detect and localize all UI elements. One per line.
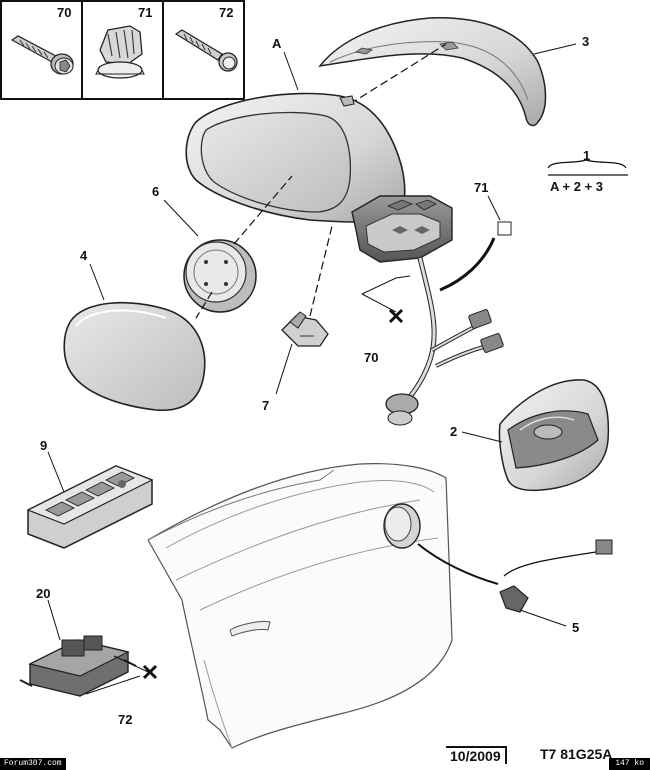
part-9-window-switch	[26, 465, 154, 549]
part-70-marker	[361, 275, 411, 324]
part-4-mirror-glass	[63, 301, 206, 412]
file-size: 147 ko	[609, 758, 650, 770]
callout-9: 9	[40, 438, 47, 453]
part-6-glass-actuator	[183, 239, 257, 313]
callout-71: 71	[474, 180, 488, 195]
callout-72: 72	[118, 712, 132, 727]
drawing-reference: T7 81G25A	[540, 746, 613, 762]
callout-6: 6	[152, 184, 159, 199]
part-3-mirror-cover	[318, 17, 547, 127]
watermark: Forum307.com	[0, 758, 66, 770]
callout-2: 2	[450, 424, 457, 439]
callout-a: A	[272, 36, 282, 51]
fastener-boxes: 70 71 72	[0, 0, 245, 100]
callout-4: 4	[80, 248, 88, 263]
part-5-light-unit	[383, 503, 613, 613]
date-reference: 10/2009	[446, 746, 507, 764]
part-7-clip	[281, 311, 329, 347]
screw-70-drawing	[10, 35, 74, 75]
part-a-mirror-assembly	[185, 92, 504, 426]
callout-5: 5	[572, 620, 579, 635]
part-20-switch-block	[19, 635, 137, 697]
callout-70: 70	[364, 350, 378, 365]
box-label-72: 72	[219, 5, 233, 20]
part-71-clip	[439, 195, 512, 292]
leader-lines	[47, 43, 628, 641]
callout-3: 3	[582, 34, 589, 49]
callout-7: 7	[262, 398, 269, 413]
clip-71-drawing	[95, 25, 145, 79]
box-label-70: 70	[57, 5, 71, 20]
box-label-71: 71	[138, 5, 152, 20]
callout-formula: A + 2 + 3	[550, 179, 603, 194]
part-2-mirror-base-trim	[498, 379, 610, 492]
callout-1: 1	[583, 148, 590, 163]
part-72-marker	[85, 655, 158, 695]
callout-20: 20	[36, 586, 50, 601]
screw-72-drawing	[174, 29, 238, 72]
door-outline	[147, 463, 453, 749]
